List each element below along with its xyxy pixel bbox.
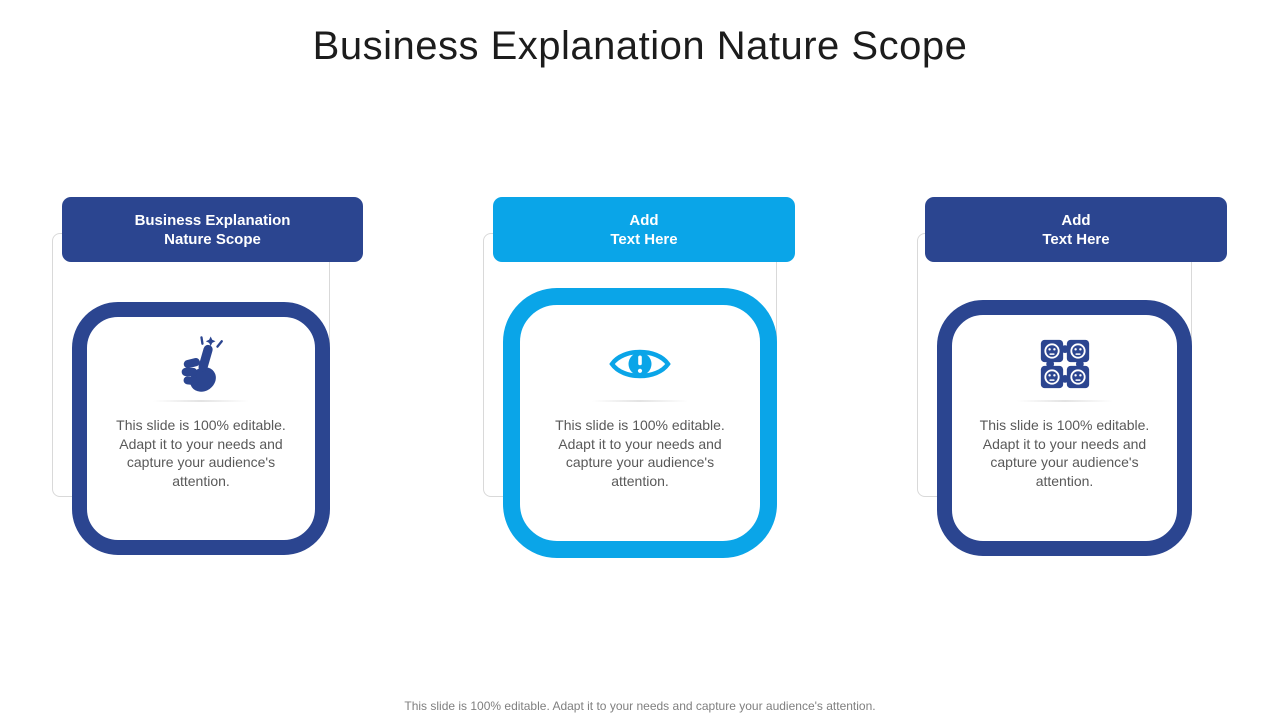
card-body-text: This slide is 100% editable. Adapt it to…: [979, 417, 1150, 489]
slide-title: Business Explanation Nature Scope: [312, 24, 968, 68]
divider: [153, 400, 249, 402]
header-line1: Add: [629, 211, 659, 229]
card-body-text: This slide is 100% editable. Adapt it to…: [116, 417, 286, 489]
divider: [1016, 400, 1113, 402]
finger-snap-icon: [173, 335, 229, 393]
header-line1: Add: [1061, 211, 1091, 229]
puzzle-smileys-icon: [1039, 335, 1091, 393]
footer-note: This slide is 100% editable. Adapt it to…: [404, 699, 876, 713]
header-line2: Nature Scope: [164, 230, 261, 248]
eye-alert-icon: [607, 335, 673, 393]
card-body-text: This slide is 100% editable. Adapt it to…: [555, 417, 725, 489]
header-line1: Business Explanation: [134, 211, 291, 229]
divider: [592, 400, 688, 402]
card-add-text-2: This slide is 100% editable. Adapt it to…: [937, 300, 1192, 556]
column-header-business-explanation: Business Explanation Nature Scope: [62, 197, 363, 262]
column-header-add-text-1: Add Text Here: [493, 197, 795, 262]
card-business-explanation: This slide is 100% editable. Adapt it to…: [72, 302, 330, 555]
header-line2: Text Here: [1042, 230, 1110, 248]
header-line2: Text Here: [610, 230, 678, 248]
column-header-add-text-2: Add Text Here: [925, 197, 1227, 262]
card-add-text-1: This slide is 100% editable. Adapt it to…: [503, 288, 777, 558]
